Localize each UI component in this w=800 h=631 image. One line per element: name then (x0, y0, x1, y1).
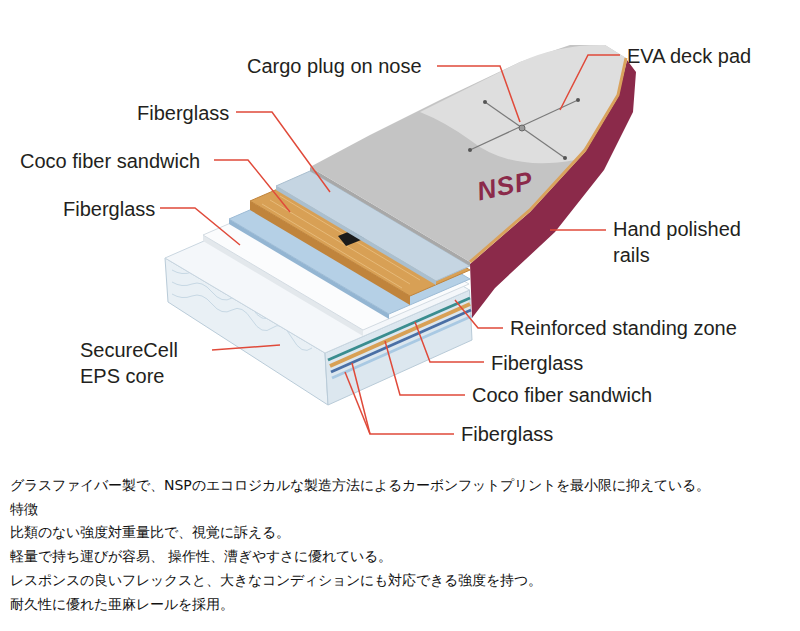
description-text: レスポンスの良いフレックスと、大きなコンディションにも対応できる強度を持つ。 (10, 572, 542, 589)
part-label: Fiberglass (491, 350, 583, 376)
description-text: グラスファイバー製で、NSPのエコロジカルな製造方法によるカーボンフットプリント… (10, 477, 710, 494)
description-text: 耐久性に優れた亜麻レールを採用。 (10, 596, 234, 613)
part-label: SecureCell EPS core (80, 337, 205, 389)
part-label: Reinforced standing zone (510, 315, 737, 341)
part-label: Fiberglass (461, 421, 553, 447)
part-label: EVA deck pad (627, 43, 751, 69)
part-label: Coco fiber sandwich (20, 148, 200, 174)
description-text: 特徴 (10, 501, 38, 518)
part-label: Fiberglass (137, 100, 229, 126)
part-label: Coco fiber sandwich (472, 382, 652, 408)
part-label: Hand polished rails (613, 216, 763, 268)
description-text: 軽量で持ち運びが容易、 操作性、漕ぎやすさに優れている。 (10, 548, 392, 565)
description-text: 比類のない強度対重量比で、視覚に訴える。 (10, 524, 290, 541)
part-label: Fiberglass (63, 196, 155, 222)
part-label: Cargo plug on nose (247, 53, 422, 79)
